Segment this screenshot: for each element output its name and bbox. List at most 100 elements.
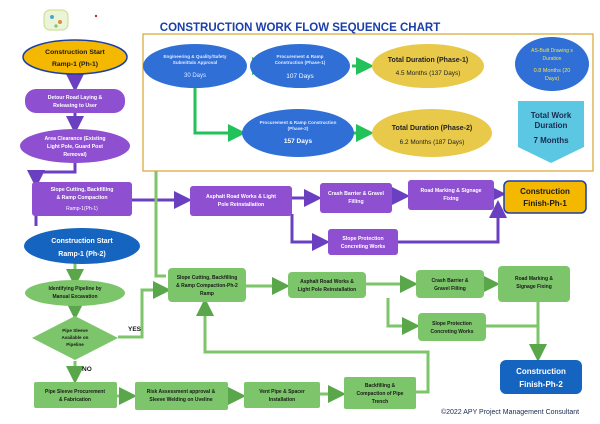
asphalt2-line2: Light Pole Reinstallation (298, 287, 356, 293)
slope1-line1: Slope Cutting, Backfilling (51, 187, 114, 193)
arrow-asphalt2-to-protection2 (386, 298, 420, 335)
crash1-line2: Filling (348, 199, 363, 205)
risk-line2: Sleeve Welding on Uveline (149, 397, 212, 403)
timeline-frame (142, 33, 594, 172)
procurement1-days: 107 Days (286, 73, 314, 80)
clearance-line3: Removal) (63, 152, 87, 158)
page-title: CONSTRUCTION WORK FLOW SEQUENCE CHART (160, 22, 440, 34)
protection2-line1: Slope Protection (432, 321, 472, 327)
procurement1-label-1: Procurement & Ramp (277, 54, 324, 59)
road-marking-ph1-node: Road Marking & Signage Fixing (408, 180, 494, 210)
engineering-label-2: Submittals Approval (173, 60, 218, 65)
slope2-line1: Slope Cutting, Backfilling (177, 275, 238, 281)
total-work-label-1: Total Work (531, 111, 572, 120)
procure-line2: & Fabrication (59, 397, 91, 403)
start-ph1-line1: Construction Start (45, 49, 105, 56)
identify-line2: Manual Excavation (52, 294, 97, 300)
protection1-line1: Slope Protection (342, 236, 383, 242)
crash2-line2: Gravel Filling (434, 286, 466, 292)
finish2-line1: Construction (516, 367, 566, 376)
total-duration-phase2-node: Total Duration (Phase-2) 6.2 Months (187… (372, 109, 492, 157)
crash2-line1: Crash Barrier & (432, 278, 469, 284)
line-to-slope-ph2 (154, 171, 166, 278)
arrow-clearance-to-slope (27, 162, 77, 188)
asbuilt-value-1: 0.8 Months (20 (534, 68, 571, 74)
asphalt2-line1: Asphalt Road Works & (300, 279, 354, 285)
slope-cutting-ph2-node: Slope Cutting, Backfilling & Ramp Compac… (168, 268, 246, 302)
decision-line1: Pipe Sleeve (62, 328, 88, 333)
slope-protection-ph2-node: Slope Protection Concreting Works (418, 313, 486, 341)
road-marking-ph2-node: Road Marking & Signage Fixing (498, 266, 570, 302)
engineering-approval-node: Engineering & Quality/Safety Submittals … (143, 44, 247, 88)
procurement-phase1-node: Procurement & Ramp Construction (Phase-1… (250, 44, 350, 88)
logo-icon (43, 9, 98, 31)
start-ph2-line1: Construction Start (51, 238, 113, 245)
procurement2-label-1: Procurement & Ramp Construction (260, 120, 337, 125)
detour-line1: Detour Road Laying & (48, 95, 103, 101)
slope2-line3: Ramp (200, 291, 214, 297)
procurement1-label-2: Construction (Phase-1) (275, 60, 326, 65)
backfill-line1: Backfilling & (365, 383, 396, 389)
marking1-line2: Fixing (443, 196, 458, 202)
protection1-line2: Concreting Works (341, 244, 386, 250)
protection2-line2: Concreting Works (431, 329, 474, 335)
crash-barrier-ph2-node: Crash Barrier & Gravel Filling (416, 270, 484, 298)
start-ph1-line2: Ramp-1 (Ph-1) (52, 61, 98, 68)
engineering-days: 30 Days (184, 73, 206, 79)
decision-line2: Available on (62, 335, 89, 340)
clearance-line1: Area Clearance (Existing (44, 136, 105, 142)
detour-line2: Releasing to User (53, 103, 97, 109)
crash1-line1: Crash Barrier & Gravel (328, 191, 384, 197)
asbuilt-value-2: Days) (545, 76, 560, 82)
marking2-line1: Road Marking & (515, 276, 553, 282)
asbuilt-label-2: Duration (543, 56, 562, 62)
procurement-phase2-node: Procurement & Ramp Construction (Phase-2… (242, 109, 354, 157)
total1-label: Total Duration (Phase-1) (388, 57, 468, 64)
asphalt1-line1: Asphalt Road Works & Light (206, 194, 276, 200)
construction-start-ph1: Construction Start Ramp-1 (Ph-1) (22, 39, 128, 75)
slope1-line2: & Ramp Compaction (56, 195, 107, 201)
construction-finish-ph2: Construction Finish-Ph-2 (500, 360, 582, 394)
finish2-line2: Finish-Ph-2 (519, 380, 563, 389)
arrow-asphalt-to-protection (290, 214, 330, 251)
no-label: NO (82, 366, 92, 373)
total-work-value: 7 Months (533, 136, 569, 145)
asbuilt-duration-node: AS-Built Drawing s Duration 0.8 Months (… (515, 37, 589, 91)
risk-assessment-node: Risk Assessment approval & Sleeve Weldin… (135, 382, 228, 410)
total-work-label-2: Duration (535, 121, 568, 130)
backfill-line2: Compaction of Pipe (357, 391, 404, 397)
detour-road-node: Detour Road Laying & Releasing to User (25, 89, 125, 113)
total-duration-phase1-node: Total Duration (Phase-1) 4.5 Months (137… (372, 44, 484, 88)
clearance-line2: Light Pole, Guard Post (47, 144, 103, 150)
backfill-line3: Trench (372, 399, 388, 405)
pipe-sleeve-decision: Pipe Sleeve Available on Pipeline (32, 316, 118, 360)
identify-line1: Identifying Pipeline by (48, 286, 101, 292)
start-ph2-line2: Ramp-1 (Ph-2) (58, 251, 105, 258)
total-work-duration-node: Total Work Duration 7 Months (518, 101, 584, 163)
arrow-decision-yes (118, 281, 171, 339)
slope1-line3: Ramp-1(Ph-1) (66, 206, 98, 212)
pipe-sleeve-procurement-node: Pipe Sleeve Procurement & Fabrication (34, 382, 117, 408)
identify-pipeline-node: Identifying Pipeline by Manual Excavatio… (25, 280, 125, 306)
slope2-line2: & Ramp Compaction-Ph-2 (176, 283, 238, 289)
finish1-line1: Construction (520, 187, 570, 196)
engineering-label-1: Engineering & Quality/Safety (163, 54, 226, 59)
asbuilt-label-1: AS-Built Drawing s (531, 48, 573, 54)
arrow-eng-to-proc2 (193, 84, 246, 142)
construction-finish-ph1: Construction Finish-Ph-1 (503, 180, 587, 214)
construction-start-ph2: Construction Start Ramp-1 (Ph-2) (24, 228, 140, 264)
decision-line3: Pipeline (66, 342, 84, 347)
total1-value: 4.5 Months (137 Days) (396, 70, 461, 77)
backfilling-trench-node: Backfilling & Compaction of Pipe Trench (344, 377, 416, 409)
risk-line1: Risk Assessment approval & (147, 389, 216, 395)
vent-line2: Installation (269, 397, 295, 403)
finish1-line2: Finish-Ph-1 (523, 199, 567, 208)
marking2-line2: Signage Fixing (516, 284, 552, 290)
crash-barrier-ph1-node: Crash Barrier & Gravel Filling (320, 183, 392, 213)
asphalt-ph2-node: Asphalt Road Works & Light Pole Reinstal… (288, 272, 366, 298)
arrow-backfill-to-slope2 (196, 298, 430, 394)
vent-line1: Vent Pipe & Spacer (259, 389, 305, 395)
asphalt-ph1-node: Asphalt Road Works & Light Pole Reinstal… (190, 186, 292, 216)
area-clearance-node: Area Clearance (Existing Light Pole, Gua… (20, 129, 130, 163)
